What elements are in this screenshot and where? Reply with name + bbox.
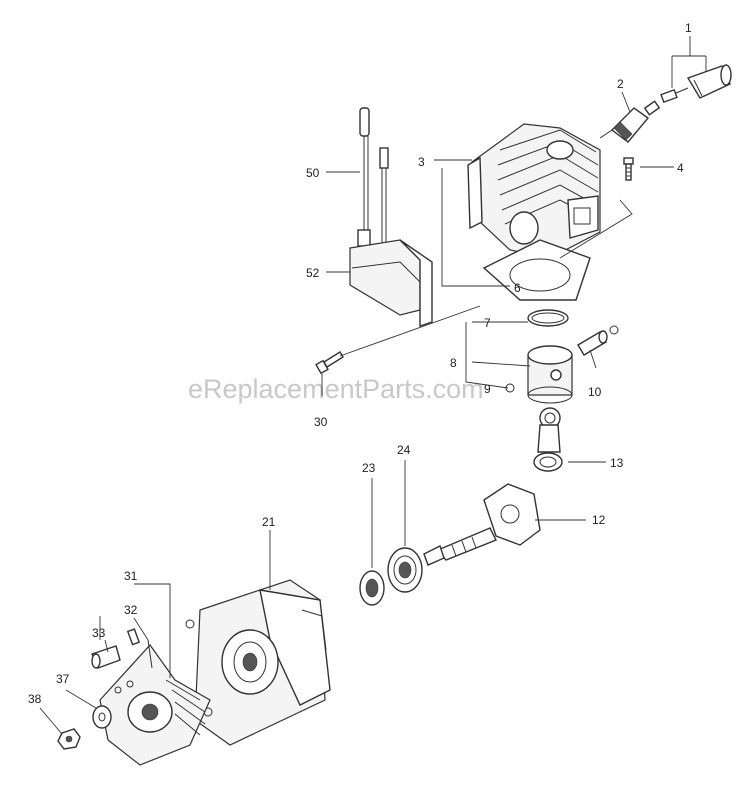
callout-37: 37 [56,672,70,686]
part-12-crankshaft[interactable] [423,483,541,566]
part-2-spark-plug[interactable] [599,100,661,143]
callout-3: 3 [418,155,425,169]
part-10-piston-pin[interactable] [577,330,608,356]
callout-9: 9 [484,382,491,396]
callout-2: 2 [617,77,624,91]
callout-33: 33 [92,626,106,640]
watermark-text: eReplacementParts.com [188,374,484,404]
callout-21: 21 [262,515,276,529]
part-24-ball-bearing[interactable] [387,547,423,593]
callout-23: 23 [362,461,376,475]
callout-13: 13 [610,456,624,470]
part-23-oil-seal[interactable] [359,570,385,606]
part-13-connecting-rod[interactable] [533,407,563,472]
part-37-washer[interactable] [92,705,112,729]
callout-52: 52 [306,266,320,280]
part-50-ignition-lead[interactable] [357,107,389,250]
callout-31: 31 [124,569,138,583]
callout-8: 8 [450,356,457,370]
part-33-plug[interactable] [91,645,121,669]
callout-7: 7 [484,316,491,330]
part-32-stud[interactable] [126,628,153,669]
part-52-ignition-coil[interactable] [349,239,433,327]
part-1-spark-plug-boot[interactable] [660,64,732,104]
part-3-cylinder[interactable] [467,123,601,259]
callout-24: 24 [397,443,411,457]
callout-12: 12 [592,513,606,527]
part-30-coil-screw[interactable] [315,351,344,375]
leader-lines [39,36,707,735]
part-38-nut[interactable] [57,728,81,750]
part-21-crankcase[interactable] [185,579,331,746]
callout-10: 10 [588,385,602,399]
callout-50: 50 [306,166,320,180]
part-31-crankcase-half[interactable] [99,644,211,766]
part-8-piston[interactable] [527,345,573,404]
callout-6: 6 [514,281,521,295]
callout-30: 30 [314,415,328,429]
part-4-cylinder-screw[interactable] [623,157,634,181]
callout-32: 32 [124,603,138,617]
part-6-cylinder-gasket[interactable] [482,239,591,301]
part-7-piston-ring[interactable] [527,309,569,327]
callout-labels: 1 2 3 4 50 52 6 7 8 9 10 30 13 23 24 12 … [28,21,692,706]
callout-1: 1 [685,21,692,35]
callout-38: 38 [28,692,42,706]
callout-4: 4 [677,161,684,175]
